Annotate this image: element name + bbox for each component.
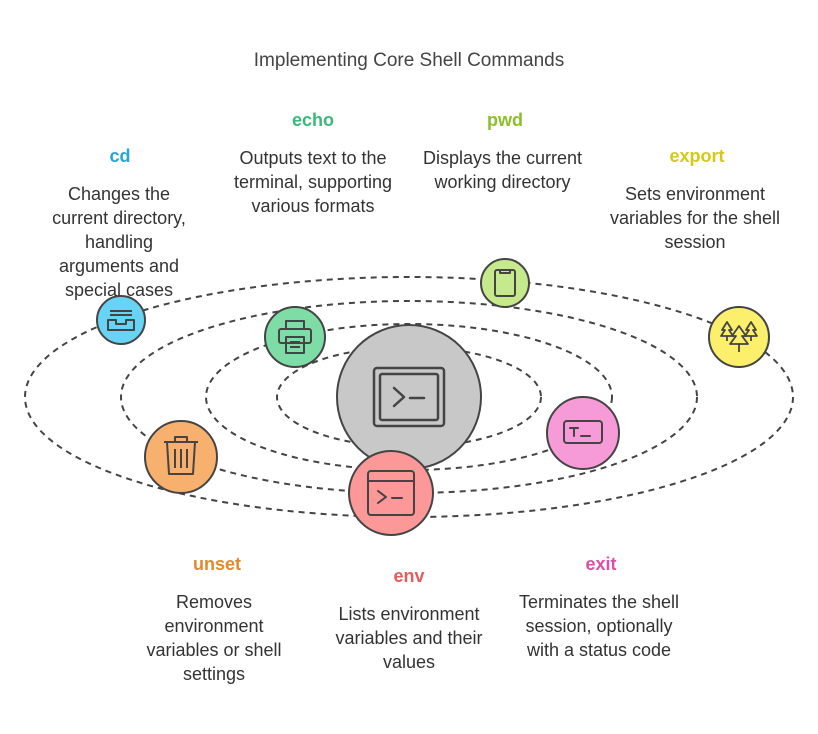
env-node [348, 450, 434, 536]
export-label: export [669, 146, 725, 166]
terminal-window-icon [367, 470, 415, 516]
terminal-icon [372, 366, 446, 428]
echo-description: Outputs text to the terminal, supporting… [233, 148, 393, 216]
pwd-label: pwd [487, 110, 523, 130]
inbox-tray-icon [107, 310, 135, 331]
exit-description: Terminates the shell session, optionally… [518, 592, 680, 660]
exit-node [546, 396, 620, 470]
cd-description: Changes the current directory, handling … [52, 184, 186, 300]
diagram-title: Implementing Core Shell Commands [253, 50, 565, 71]
center-node [336, 324, 482, 470]
echo-node [264, 306, 326, 368]
export-description: Sets environment variables for the shell… [609, 184, 781, 252]
unset-description: Removes environment variables or shell s… [146, 592, 282, 684]
export-node [708, 306, 770, 368]
cd-node [96, 295, 146, 345]
terminal-prompt-icon [563, 420, 603, 444]
unset-label: unset [192, 554, 241, 574]
orbit-inner [276, 346, 542, 448]
clipboard-icon [494, 269, 516, 297]
pwd-node [480, 258, 530, 308]
env-label: env [393, 566, 425, 586]
exit-label: exit [585, 554, 617, 574]
trees-icon [720, 321, 758, 352]
pwd-description: Displays the current working directory [422, 148, 583, 192]
unset-node [144, 420, 218, 494]
echo-label: echo [291, 110, 334, 130]
printer-icon [278, 320, 312, 354]
env-description: Lists environment variables and their va… [335, 604, 483, 672]
trash-icon [164, 436, 198, 475]
cd-label: cd [109, 146, 131, 166]
